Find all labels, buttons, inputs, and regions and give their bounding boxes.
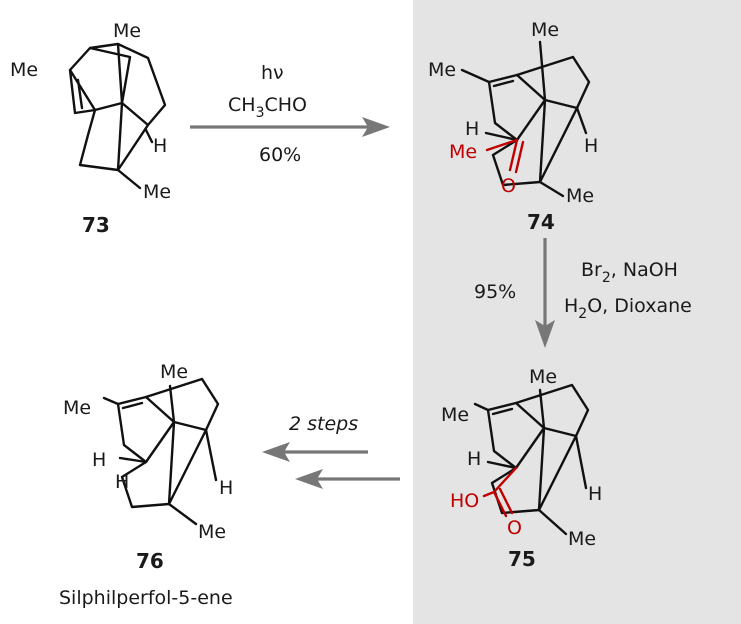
compound-74: Me Me H H Me Me O 74 (428, 19, 598, 234)
step1-yield: 60% (259, 144, 301, 166)
step2-reagent1: Br2, NaOH (581, 259, 678, 286)
step2-arrow: Br2, NaOH H2O, Dioxane 95% (474, 238, 692, 348)
c75-me-left-bond (473, 402, 490, 412)
c73-number: 73 (82, 213, 110, 237)
c76-h-b: H (115, 471, 129, 493)
c74-h-left: H (465, 118, 479, 140)
step1-arrow: hν CH3CHO 60% (190, 62, 390, 166)
c76-me-top: Me (160, 361, 188, 383)
c76-name: Silphilperfol-5-ene (59, 587, 233, 609)
c74-acyl-bond (485, 138, 519, 152)
compound-75: Me Me H H Me HO O 75 (441, 366, 602, 571)
c74-me-bottom: Me (566, 185, 594, 207)
c73-me-top: Me (113, 20, 141, 42)
c75-oh-bond (482, 490, 496, 498)
c75-h-right: H (588, 483, 602, 505)
c75-co-bond1 (492, 490, 508, 518)
step1-reagent1: hν (261, 62, 284, 84)
c76-h-right-bond (204, 428, 218, 482)
c73-double-bond (76, 78, 84, 110)
step2-reagent2: H2O, Dioxane (564, 295, 692, 322)
c75-co-bond2 (498, 487, 514, 515)
c74-me-top: Me (531, 19, 559, 41)
step2-yield: 95% (474, 281, 516, 303)
c73-h-bond (144, 128, 154, 144)
c74-me-bottom-bond (538, 180, 565, 198)
c75-acid-bond (492, 466, 518, 494)
c74-me-left-bond (460, 68, 491, 84)
c74-h-right: H (584, 135, 598, 157)
c74-h-right-bond (575, 106, 588, 135)
c75-me-bottom-bond (537, 508, 568, 536)
c75-acid-ho: HO (450, 490, 479, 512)
c75-h-bond (486, 460, 518, 470)
highlight-panel (413, 0, 741, 624)
c76-me-top-bond (168, 384, 176, 424)
c75-me-top-bond (538, 388, 546, 430)
c73-me-bottom: Me (143, 181, 171, 203)
c73-h: H (153, 135, 167, 157)
c73-me-bond (116, 168, 142, 190)
c76-number: 76 (136, 549, 164, 573)
c75-acid-o: O (507, 517, 522, 539)
c76-me-left: Me (63, 397, 91, 419)
c74-co-bond1 (508, 138, 519, 172)
c76-me-left-bond (102, 396, 120, 406)
compound-76: Me Me H H H Me 76 Silphilperfol-5-ene (59, 361, 233, 609)
c76-h-right: H (219, 477, 233, 499)
c73-me-left: Me (10, 59, 38, 81)
c76-h-a: H (92, 449, 106, 471)
c76-me-bottom: Me (198, 521, 226, 543)
c74-h-bond (484, 131, 519, 142)
c75-number: 75 (508, 547, 536, 571)
c75-h-left: H (467, 448, 481, 470)
c73-skeleton (68, 42, 167, 172)
c75-me-top: Me (529, 366, 557, 388)
c74-acyl-o: O (501, 175, 516, 197)
c76-h-bond (118, 456, 148, 464)
c75-me-bottom: Me (568, 528, 596, 550)
c74-acyl-me: Me (449, 141, 477, 163)
step1-reagent2: CH3CHO (228, 94, 307, 121)
step3-arrows: 2 steps (262, 413, 400, 489)
c76-me-bottom-bond (167, 502, 198, 526)
c74-co-bond2 (514, 140, 525, 174)
step3-label: 2 steps (289, 413, 358, 435)
c75-h-right-bond (574, 434, 588, 490)
compound-73: Me Me H Me 73 (10, 20, 171, 237)
c74-me-left: Me (428, 59, 456, 81)
c75-me-left: Me (441, 404, 469, 426)
c74-me-top-bond (538, 40, 547, 102)
c74-number: 74 (527, 210, 555, 234)
